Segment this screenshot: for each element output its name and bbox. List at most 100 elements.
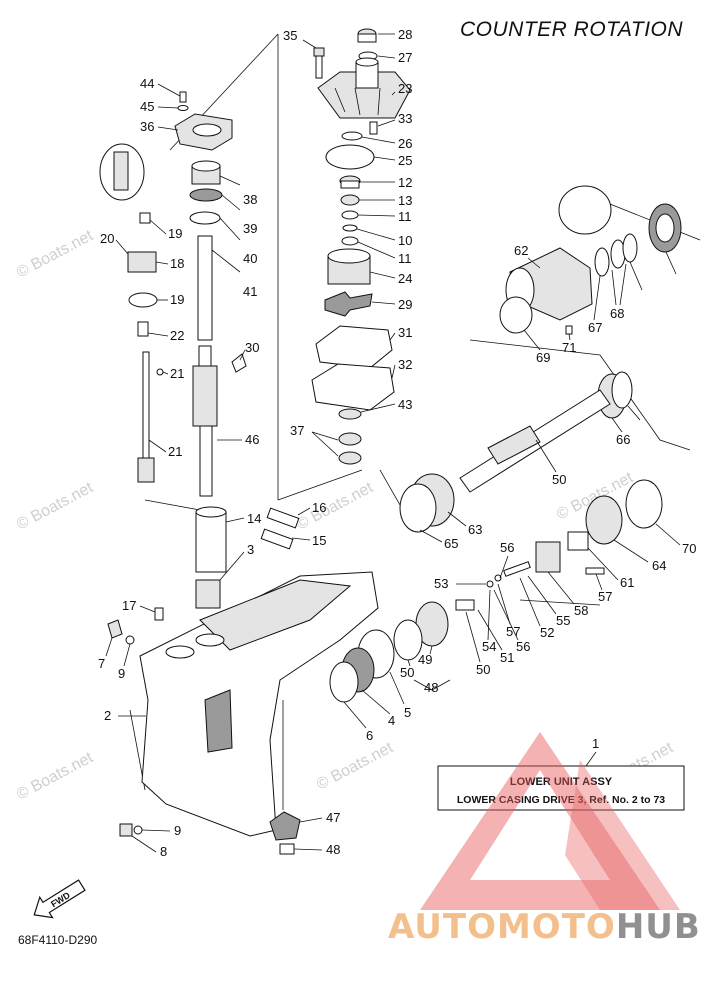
callout-63: 64: [652, 558, 666, 573]
callout-29: 27: [398, 50, 412, 65]
callout-47: 47: [326, 810, 340, 825]
callout-66: 67: [588, 320, 602, 335]
leader: [613, 539, 649, 563]
part-70: [565, 325, 573, 335]
leader: [465, 611, 481, 663]
part-35: [369, 121, 378, 135]
casing-badge: [204, 689, 233, 753]
propeller-shaft-assembly: [329, 185, 682, 703]
leader: [487, 589, 491, 641]
leader: [369, 271, 396, 279]
callout-51: 50: [552, 472, 566, 487]
guide-line: [469, 339, 691, 451]
callout-52: 50: [476, 662, 490, 677]
part-9: [125, 635, 135, 645]
leader: [595, 573, 603, 591]
callout-30: 28: [398, 27, 412, 42]
part-32: [231, 353, 247, 373]
part-36-shank: [315, 55, 323, 79]
callout-22: 21: [168, 444, 182, 459]
leader: [311, 431, 339, 441]
guide-line: [519, 599, 601, 606]
part-64: [399, 483, 437, 533]
callout-28: 26: [398, 136, 412, 151]
guide-line: [144, 499, 201, 511]
part-43: [338, 408, 362, 420]
callout-67: 68: [610, 306, 624, 321]
part-24: [137, 321, 149, 337]
leader: [587, 547, 619, 581]
leader: [115, 239, 129, 255]
leader: [665, 251, 677, 275]
casing-deck: [199, 579, 352, 651]
leader: [413, 679, 451, 691]
leader: [389, 671, 405, 705]
leader: [611, 269, 617, 306]
callout-5: 5: [404, 705, 411, 720]
part-18: [127, 251, 157, 273]
callout-55b: 54: [482, 639, 496, 654]
leader: [585, 751, 597, 767]
part-15: [260, 528, 294, 550]
detail-bubble: [558, 185, 612, 235]
leader: [377, 55, 396, 59]
callout-55: 53: [434, 576, 448, 591]
callout-58: 57: [598, 589, 612, 604]
part-12-body: [340, 180, 360, 189]
part-22-end: [137, 457, 155, 483]
housing-rib: [377, 87, 381, 116]
leader: [391, 91, 396, 96]
brand-triangle-icon: [565, 760, 680, 910]
callout-50: 49: [418, 652, 432, 667]
callout-62: 63: [468, 522, 482, 537]
leader: [619, 263, 627, 306]
leader: [371, 301, 396, 305]
leader: [356, 228, 396, 241]
callout-4: 4: [388, 713, 395, 728]
part-48: [279, 843, 295, 855]
guide-line: [277, 469, 363, 501]
casing-bore: [195, 633, 225, 647]
leader: [211, 249, 241, 273]
leader: [225, 517, 245, 523]
callout-32: 30: [245, 340, 259, 355]
part-16: [266, 507, 300, 529]
leader: [157, 106, 179, 109]
callout-38: 37: [290, 423, 304, 438]
part-44: [179, 91, 187, 103]
brand-text: AUTOMOTOHUB: [388, 907, 701, 947]
callout-3: 3: [247, 542, 254, 557]
leader: [535, 439, 557, 473]
callout-15: 15: [312, 533, 326, 548]
callout-37: 36: [140, 119, 154, 134]
part-25-neck-top: [355, 57, 379, 67]
leader: [157, 126, 179, 131]
part-39-top: [191, 160, 221, 172]
callout-64: 65: [444, 536, 458, 551]
housing-rib: [334, 87, 346, 113]
assembly-box-line1: LOWER UNIT ASSY: [510, 776, 613, 788]
part-68: [499, 296, 533, 334]
part-46-lower: [199, 425, 213, 497]
callout-25: 23: [398, 81, 412, 96]
part-69: [625, 479, 663, 529]
watermark-text: © Boats.net: [14, 479, 96, 534]
brand-logo: AUTOMOTOHUB: [388, 732, 701, 947]
callout-17: 17: [122, 598, 136, 613]
callout-1: 1: [592, 736, 599, 751]
drawing-code: 68F4110-D290: [18, 933, 97, 947]
water-pump-stack: [311, 28, 411, 465]
leader: [221, 194, 241, 211]
callout-41: 40: [243, 251, 257, 266]
assembly-box-frame: [437, 765, 685, 811]
callout-9b: 9: [174, 823, 181, 838]
part-7: [107, 619, 123, 639]
callout-33: 31: [398, 325, 412, 340]
callout-57: 56: [500, 540, 514, 555]
leader: [293, 848, 323, 851]
leader: [131, 835, 157, 853]
part-20: [139, 212, 151, 224]
part-58: [585, 567, 605, 575]
leader: [497, 583, 511, 625]
